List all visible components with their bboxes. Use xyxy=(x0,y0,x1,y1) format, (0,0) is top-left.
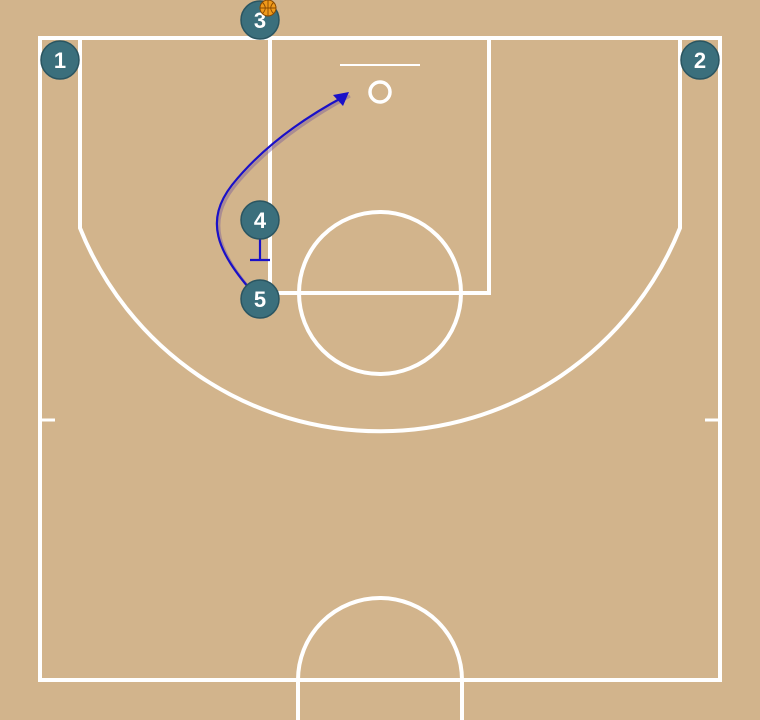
rim xyxy=(368,80,392,104)
player-2-marker[interactable]: 2 xyxy=(680,40,720,80)
player-5-marker[interactable]: 5 xyxy=(240,279,280,319)
player-4-label: 4 xyxy=(254,208,267,233)
center-circle-below xyxy=(296,680,464,720)
player-1-label: 1 xyxy=(54,48,66,73)
basketball-icon xyxy=(259,0,277,17)
cut-path xyxy=(215,95,346,296)
free-throw-circle xyxy=(297,210,463,376)
paint-lane xyxy=(268,36,491,295)
player-2-label: 2 xyxy=(694,48,706,73)
player-1-marker[interactable]: 1 xyxy=(40,40,80,80)
player-4-marker[interactable]: 4 xyxy=(240,200,280,240)
cut-arrowhead xyxy=(333,92,349,106)
player-5-label: 5 xyxy=(254,287,266,312)
center-circle xyxy=(296,596,464,681)
player-3-marker[interactable]: 3 xyxy=(240,0,280,40)
three-point-line xyxy=(78,38,682,434)
